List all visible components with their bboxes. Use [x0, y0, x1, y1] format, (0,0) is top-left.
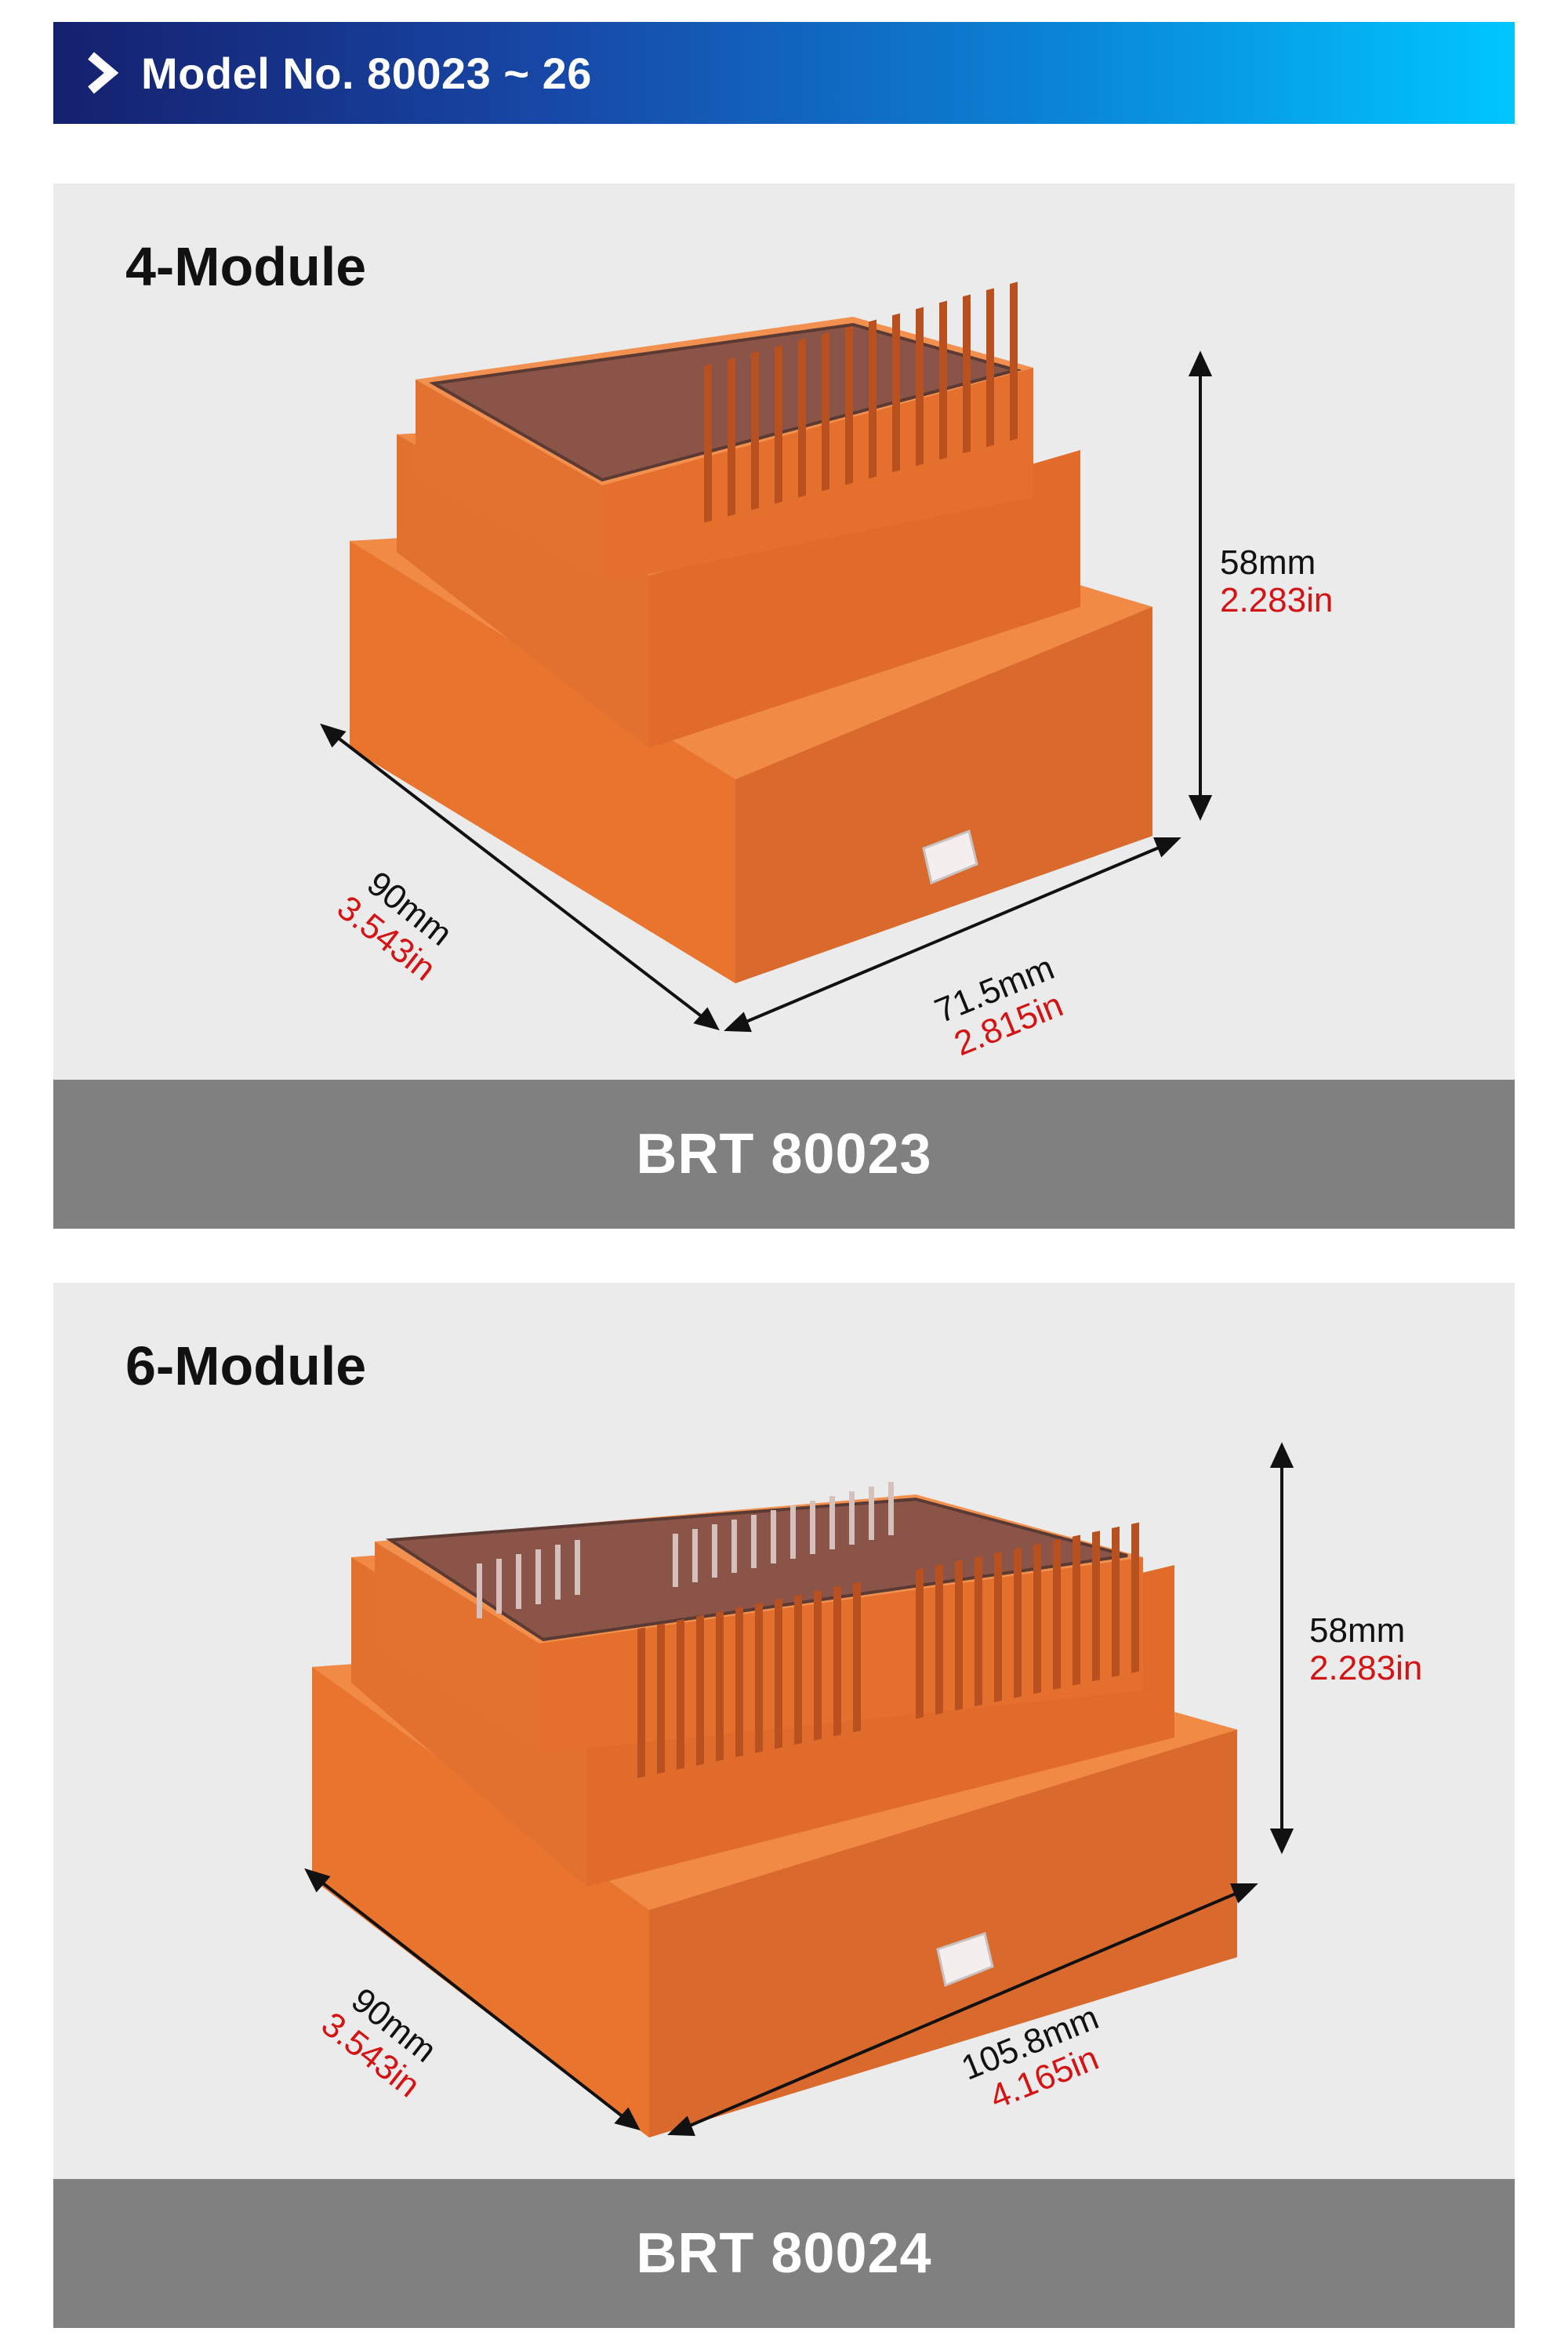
model-footer: BRT 80024 [53, 2179, 1515, 2328]
module-label: 4-Module [125, 236, 367, 297]
product-card-6-module: 6-Module [53, 1283, 1515, 2328]
module-label: 6-Module [125, 1335, 367, 1396]
din-rail-enclosure-image [312, 1482, 1237, 2137]
model-footer: BRT 80023 [53, 1080, 1515, 1229]
dimension-arrows [320, 350, 1213, 1033]
height-in: 2.283in [1220, 581, 1334, 619]
height-mm: 58mm [1220, 543, 1316, 582]
header-banner: Model No. 80023 ~ 26 [53, 22, 1515, 124]
din-rail-enclosure-image [350, 281, 1152, 983]
enclosure-illustration [320, 281, 1213, 1033]
height-dimension: 58mm 2.283in [1309, 1612, 1422, 1687]
height-dimension: 58mm 2.283in [1220, 544, 1333, 619]
page-title: Model No. 80023 ~ 26 [141, 48, 592, 98]
dimension-arrows [304, 1442, 1294, 2137]
height-mm: 58mm [1309, 1611, 1406, 1650]
enclosure-illustration [304, 1442, 1294, 2137]
model-number: BRT 80023 [636, 1123, 932, 1186]
model-number: BRT 80024 [636, 2222, 932, 2285]
product-card-4-module: 4-Module [53, 183, 1515, 1229]
height-in: 2.283in [1309, 1649, 1423, 1687]
chevron-right-icon [88, 52, 119, 94]
